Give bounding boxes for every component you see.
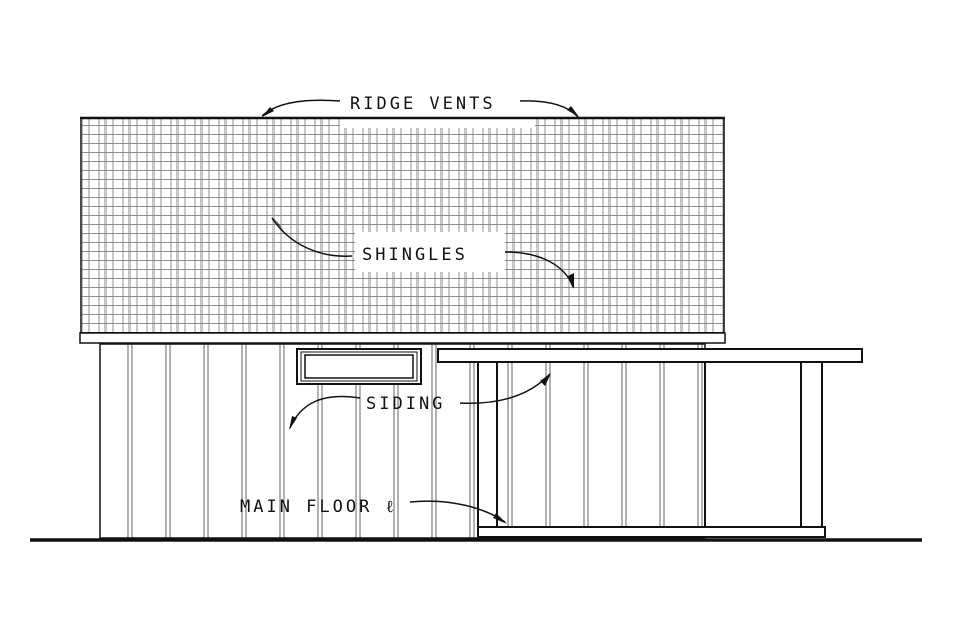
fascia bbox=[79, 332, 726, 344]
ridge-vents-label: RIDGE VENTS bbox=[350, 94, 496, 114]
wall bbox=[99, 343, 706, 539]
window bbox=[296, 348, 422, 385]
porch-floor bbox=[477, 526, 826, 538]
roof bbox=[79, 116, 726, 344]
siding-label: SIDING bbox=[366, 394, 445, 414]
porch-roof bbox=[437, 348, 863, 363]
arrowheads bbox=[262, 106, 579, 524]
ridge-vent-area bbox=[340, 119, 535, 128]
porch-post bbox=[477, 361, 498, 528]
main-floor-label: MAIN FLOOR ℓ bbox=[240, 497, 397, 517]
porch-post bbox=[800, 361, 823, 528]
porch bbox=[437, 348, 863, 538]
shingles-label: SHINGLES bbox=[362, 245, 468, 265]
label-mask bbox=[355, 232, 505, 272]
